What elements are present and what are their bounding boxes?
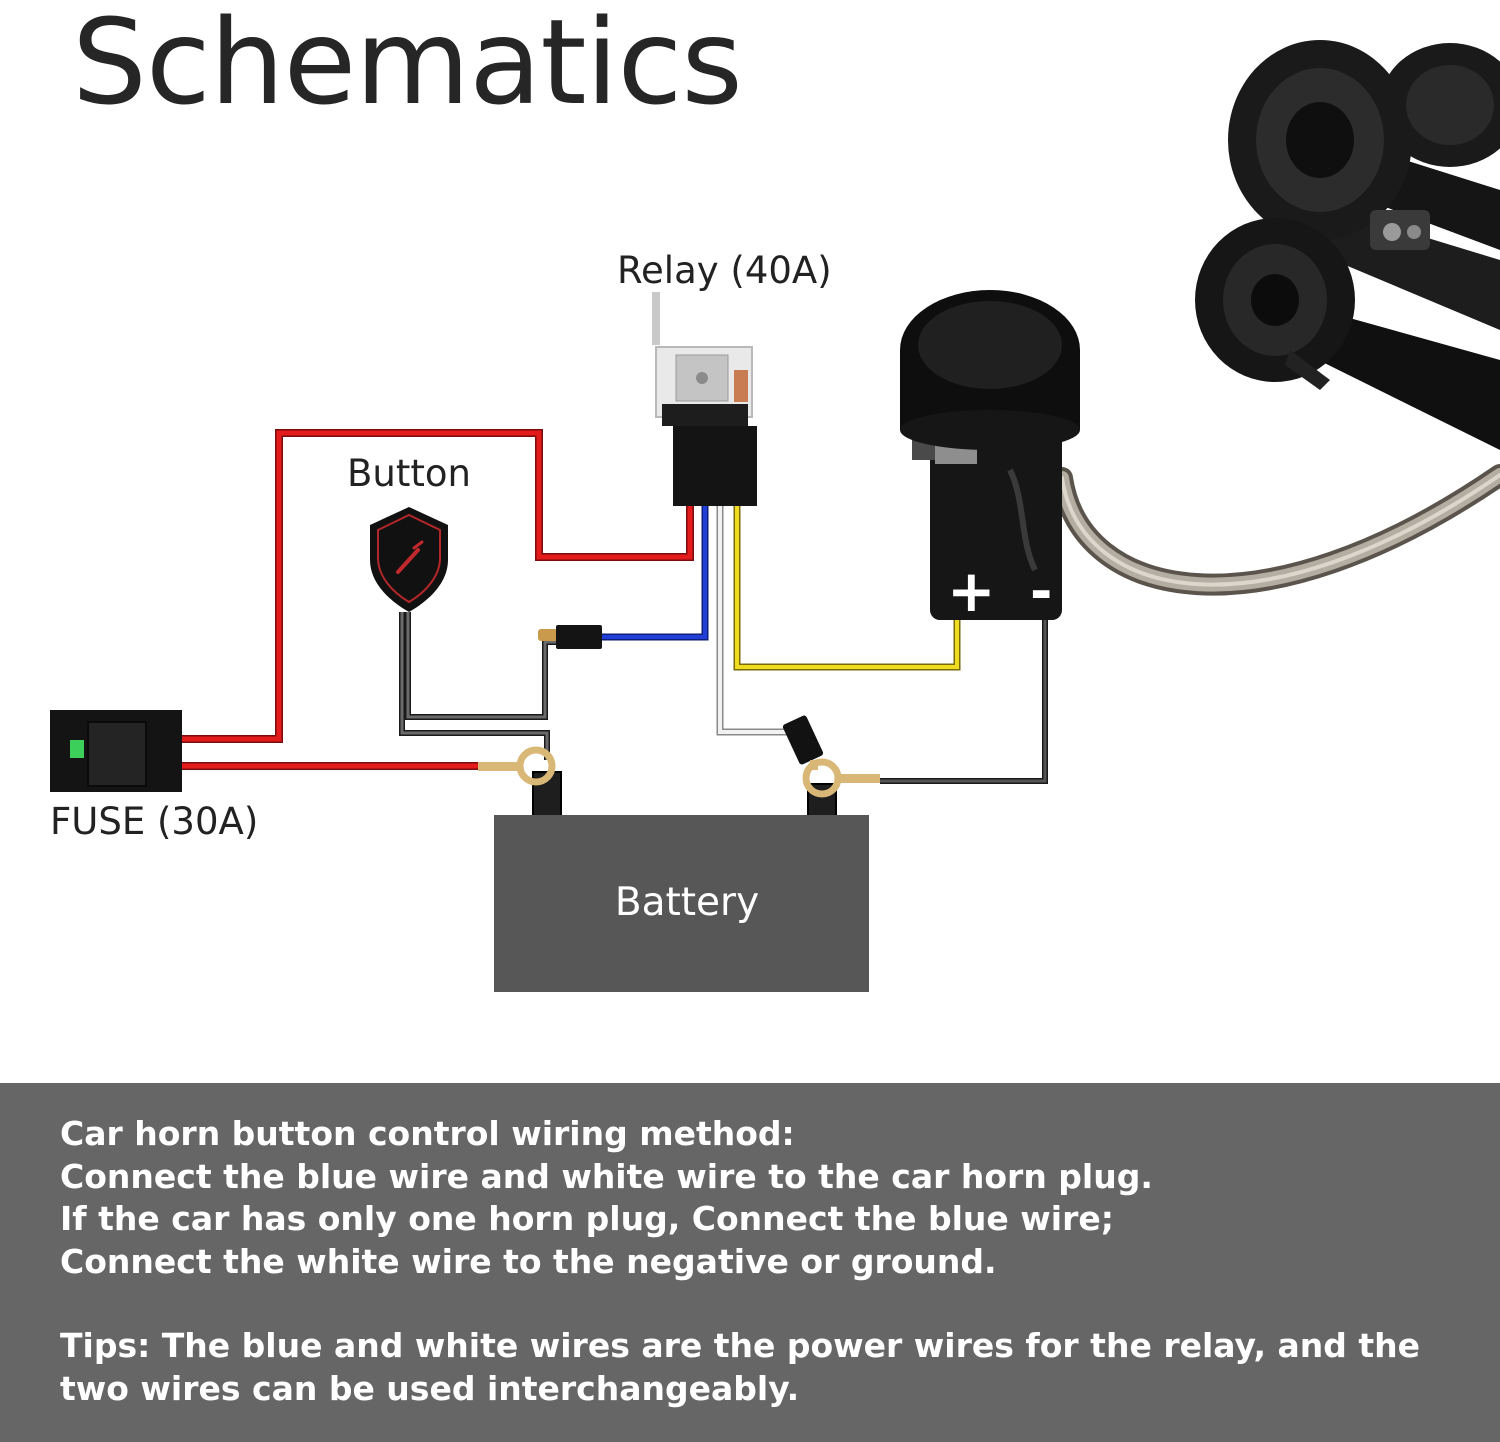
page-title: Schematics xyxy=(72,0,743,131)
button-wires xyxy=(399,612,558,760)
horn-positive-label: + xyxy=(947,557,996,625)
relay-label: Relay (40A) xyxy=(617,249,832,292)
white-wire xyxy=(716,505,800,736)
bullet-connector xyxy=(538,625,602,649)
fuse-holder xyxy=(50,710,182,792)
instructions-text: Car horn button control wiring method: C… xyxy=(60,1113,1470,1410)
battery-label: Battery xyxy=(614,880,760,925)
air-compressor xyxy=(900,290,1080,620)
black-wire-horn-negative xyxy=(880,615,1048,784)
relay xyxy=(652,292,757,506)
battery-terminal-positive xyxy=(478,746,562,817)
wires xyxy=(180,429,1048,784)
instruction-line: Connect the blue wire and white wire to … xyxy=(60,1156,1153,1196)
fuse-label: FUSE (30A) xyxy=(50,800,259,843)
blue-wire xyxy=(600,505,709,641)
instruction-line: If the car has only one horn plug, Conne… xyxy=(60,1199,1114,1238)
button-label: Button xyxy=(347,452,471,495)
tips-text: Tips: The blue and white wires are the p… xyxy=(60,1326,1421,1408)
red-wire-fuse-to-relay xyxy=(180,429,694,743)
battery xyxy=(494,815,869,992)
battery-terminal-negative xyxy=(782,715,880,817)
horn-negative-label: - xyxy=(1030,560,1053,623)
yellow-wire xyxy=(733,505,961,671)
trumpet-horn-image xyxy=(1051,40,1500,596)
instruction-line: Car horn button control wiring method: xyxy=(60,1114,795,1153)
horn-button xyxy=(370,507,448,612)
instructions-panel: Car horn button control wiring method: C… xyxy=(0,1083,1500,1442)
instruction-line: Connect the white wire to the negative o… xyxy=(60,1241,997,1281)
